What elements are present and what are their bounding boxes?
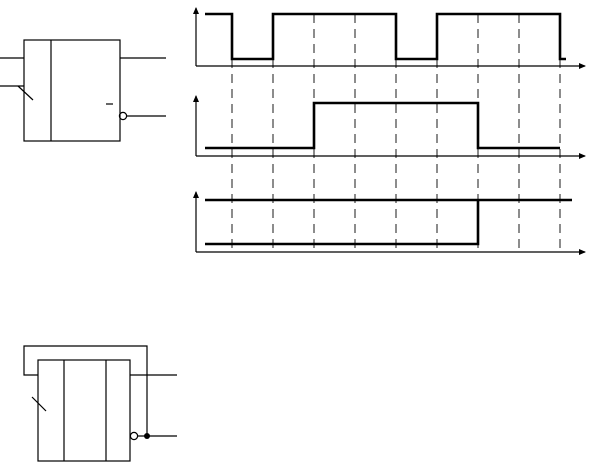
top-flipflop-block — [0, 39, 166, 142]
trace2-waveform — [205, 101, 560, 150]
trace3-waveform — [205, 200, 480, 246]
trace1-waveform — [205, 12, 566, 61]
timing-diagram — [193, 7, 586, 255]
feedback-wire — [23, 345, 148, 436]
bottom-flipflop-block — [23, 345, 177, 462]
top-inversion-bubble — [118, 111, 128, 121]
top-clock-slash — [17, 85, 34, 101]
junction-dot — [144, 433, 150, 439]
top-block-outline — [23, 39, 121, 142]
bottom-clock-slash — [31, 396, 47, 412]
bottom-block-outline — [37, 359, 131, 462]
bottom-inversion-bubble — [129, 431, 139, 441]
